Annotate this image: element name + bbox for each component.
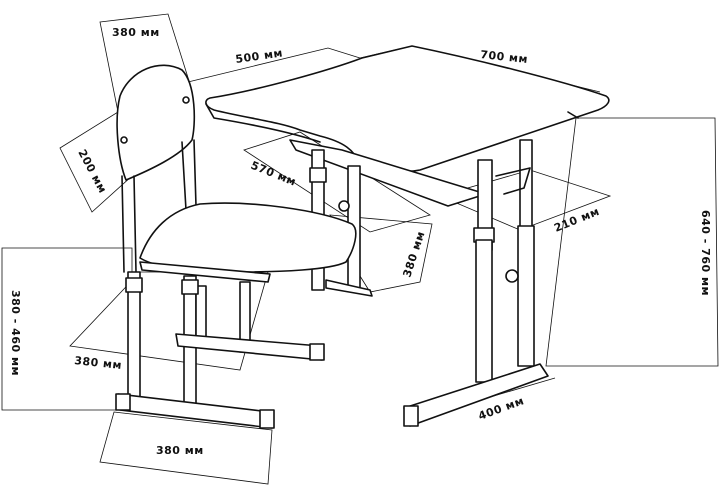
chair-backrest: [116, 64, 196, 181]
desk-foot-cap: [403, 405, 419, 427]
desk-top: [205, 45, 610, 173]
chair-foot-cap: [259, 409, 275, 429]
shelf-depth-plane: [243, 131, 431, 233]
label-seat-height: 380 - 460 мм: [9, 290, 22, 376]
label-seat-width: 380 мм: [74, 354, 123, 372]
desk-leg-clamp-left: [309, 167, 327, 183]
desk: [205, 45, 610, 427]
chair-foot-cap: [115, 393, 131, 411]
desk-leg-right-lower: [475, 239, 493, 383]
bag-hook-icon: [495, 167, 531, 195]
height-knob-icon: [505, 269, 519, 283]
desk-top-edge: [205, 103, 321, 143]
label-shelf-depth: 570 мм: [249, 159, 298, 189]
chair-base-plane: [99, 411, 273, 485]
desk-foot-left: [325, 279, 373, 297]
desk-leg-right-back-lower: [517, 225, 535, 367]
desk-shelf: [289, 139, 487, 207]
seat-width-plane: [69, 271, 269, 371]
label-table-depth: 500 мм: [235, 46, 284, 66]
label-seat-depth: 380 мм: [400, 229, 427, 278]
chair: [115, 64, 357, 429]
table-height-plane: [545, 117, 719, 367]
desk-top-edge-right: [567, 111, 579, 119]
table-depth-line: [187, 47, 361, 83]
shelf-knob-icon: [338, 200, 350, 212]
label-chair-base: 380 мм: [156, 444, 204, 457]
chair-foot-cap: [309, 343, 325, 361]
seat-frame: [139, 261, 271, 283]
chair-upright-left: [121, 175, 125, 273]
backrest-screw-icon: [120, 136, 128, 144]
chair-clamp: [125, 277, 143, 293]
label-table-height: 640 - 760 мм: [699, 210, 712, 296]
label-shelf-height: 210 мм: [552, 205, 601, 235]
chair-upright-left-inner: [133, 175, 137, 273]
desk-leg-right-back: [519, 139, 533, 231]
backrest-screw-icon: [182, 96, 190, 104]
label-backrest-width: 380 мм: [112, 26, 160, 39]
chair-upright-right: [181, 141, 187, 211]
chair-clamp: [181, 279, 199, 295]
label-table-width: 700 мм: [480, 48, 529, 66]
chair-upright-right-inner: [193, 139, 197, 207]
shelf-height-plane: [438, 169, 612, 231]
